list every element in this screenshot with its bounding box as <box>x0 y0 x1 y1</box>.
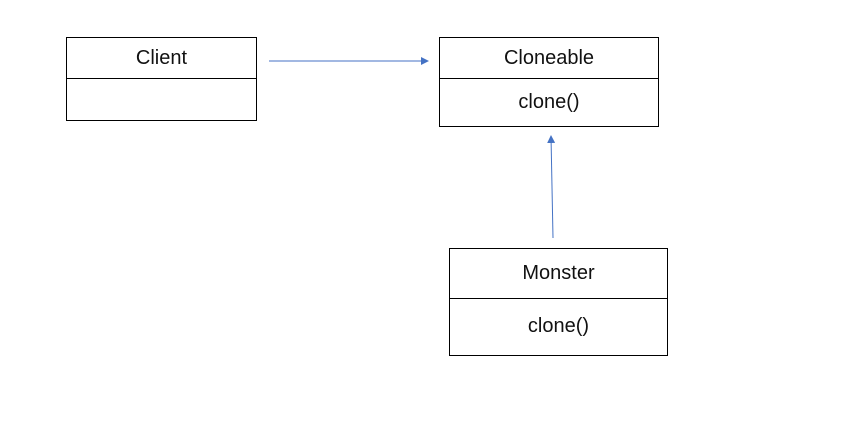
cloneable-class-box: Cloneable clone() <box>439 37 659 127</box>
cloneable-class-methods: clone() <box>518 90 580 113</box>
monster-to-cloneable-arrow <box>547 135 556 239</box>
monster-class-box: Monster clone() <box>449 248 668 356</box>
client-class-name: Client <box>67 38 256 79</box>
client-class-box: Client <box>66 37 257 121</box>
monster-class-methods: clone() <box>527 315 590 337</box>
monster-class-name: Monster <box>450 249 667 299</box>
cloneable-class-name: Cloneable <box>440 38 658 79</box>
